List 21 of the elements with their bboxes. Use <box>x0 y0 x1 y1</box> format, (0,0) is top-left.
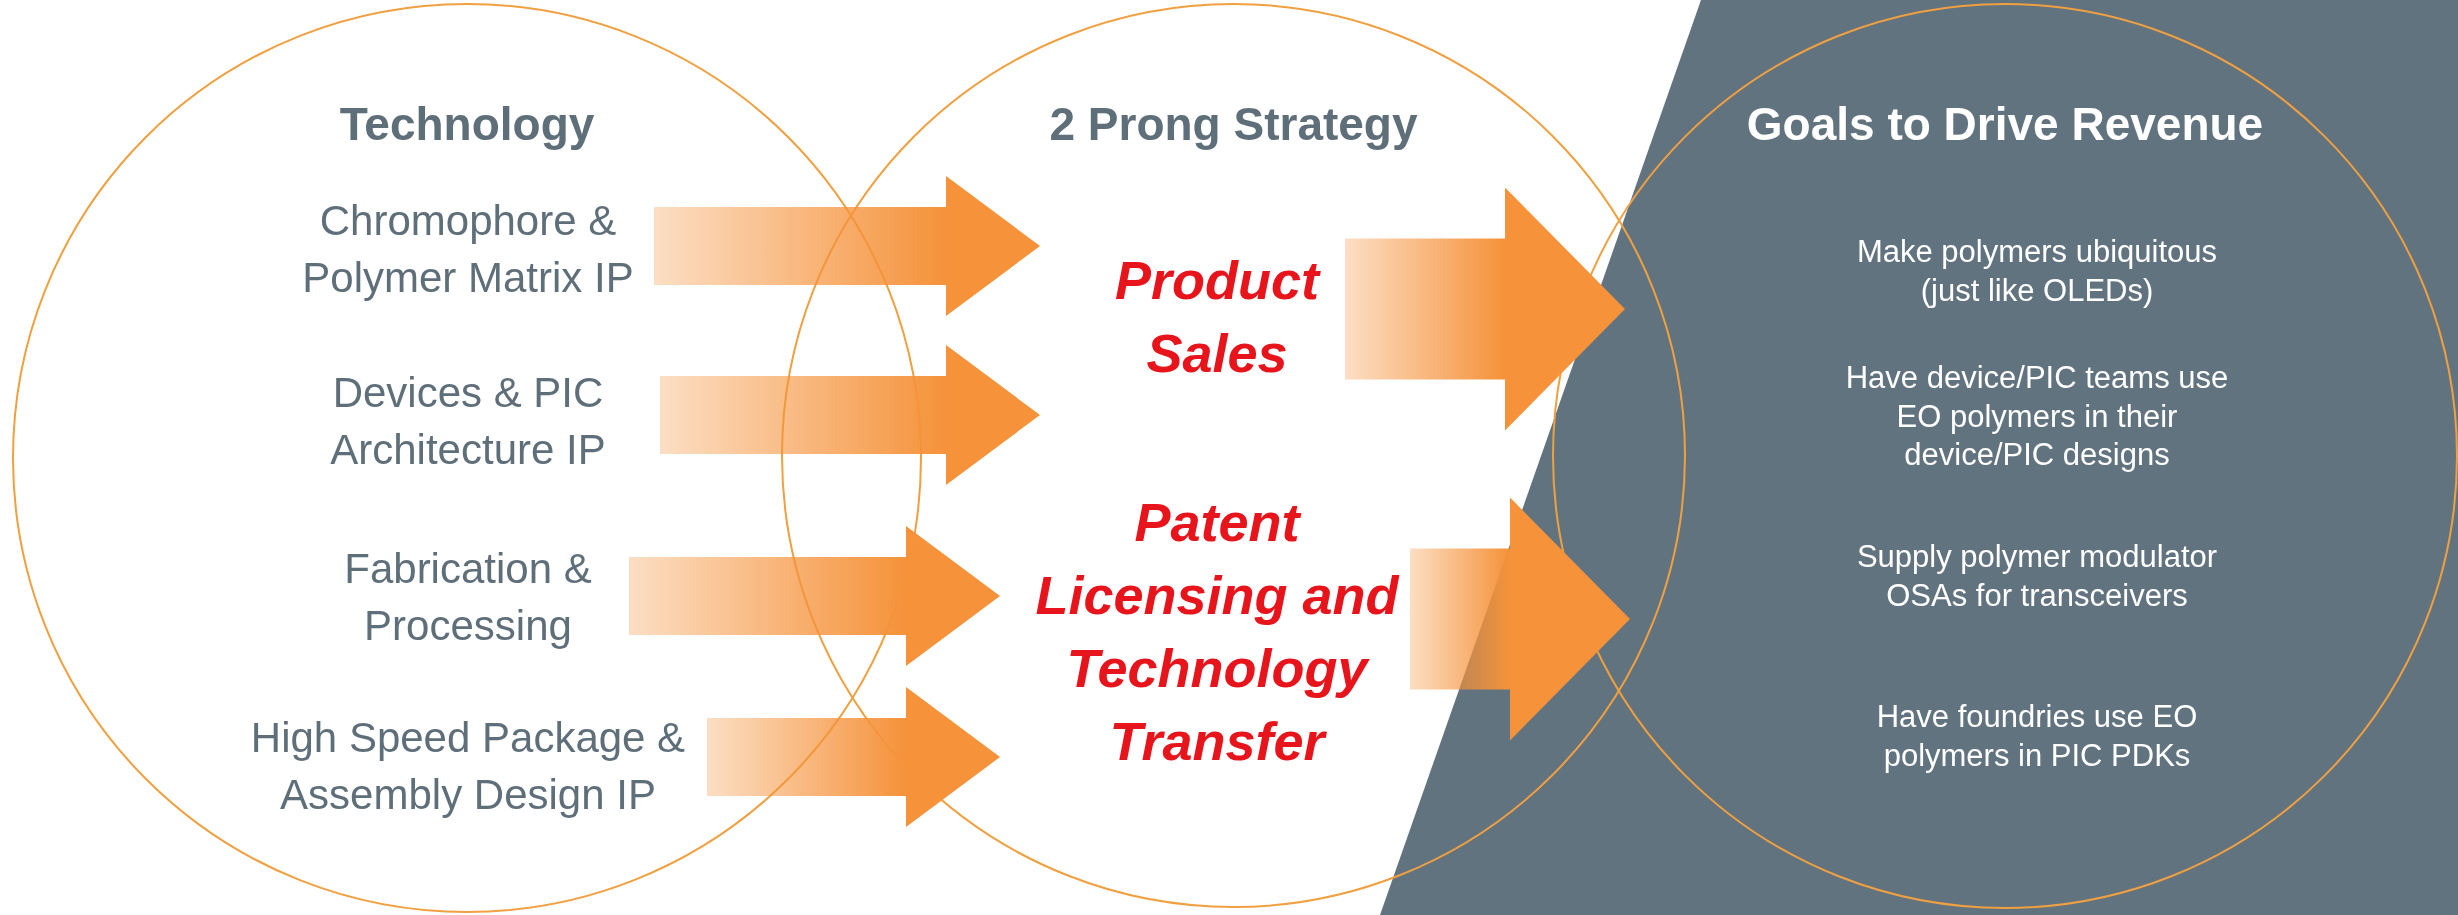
gradient-arrow <box>660 345 1040 485</box>
circle-heading: 2 Prong Strategy <box>1048 97 1419 151</box>
strategy-label: Patent Licensing and Technology Transfer <box>1002 482 1432 782</box>
venn-circle <box>1552 3 2458 909</box>
goal-text: Supply polymer modulator OSAs for transceivers <box>1777 527 2297 627</box>
circle-heading: Technology <box>338 97 596 151</box>
goal-text: Have device/PIC teams use EO polymers in their device/PIC designs <box>1777 347 2297 487</box>
circle-heading: Goals to Drive Revenue <box>1745 97 2265 151</box>
goal-text: Have foundries use EO polymers in PIC PDKs <box>1777 687 2297 787</box>
technology-item: Fabrication & Processing <box>299 538 637 658</box>
gradient-arrow <box>629 526 1000 666</box>
gradient-arrow <box>707 687 1000 827</box>
venn-circle <box>12 3 922 913</box>
technology-item: Devices & PIC Architecture IP <box>268 362 668 482</box>
technology-item: Chromophore & Polymer Matrix IP <box>274 190 662 310</box>
goal-text: Make polymers ubiquitous (just like OLEDs) <box>1777 227 2297 317</box>
technology-item: High Speed Package & Assembly Design IP <box>221 707 715 827</box>
venn-circle <box>781 3 1686 908</box>
gradient-arrow <box>1345 187 1625 431</box>
strategy-label: Product Sales <box>1042 202 1392 432</box>
gradient-arrow <box>1410 497 1630 741</box>
